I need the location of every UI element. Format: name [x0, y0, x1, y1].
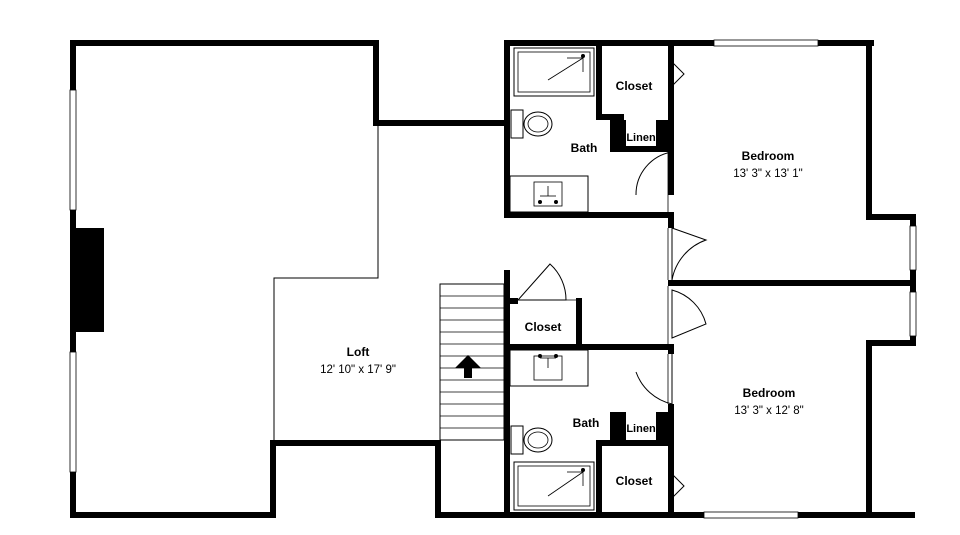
fireplace	[76, 228, 104, 332]
linen-upper-label: Linen	[626, 132, 656, 144]
closet-upper-label: Closet	[616, 79, 653, 93]
bedroom-upper-label: Bedroom	[742, 149, 795, 163]
bedroom-lower-size: 13' 3" x 12' 8"	[734, 405, 803, 417]
closet-hall-label: Closet	[525, 320, 562, 334]
stairs-up-arrow-icon	[455, 355, 481, 378]
stairs	[439, 283, 505, 441]
bedroom-lower-label: Bedroom	[743, 386, 796, 400]
loft-outline	[273, 126, 379, 440]
bath-lower-fixtures	[509, 349, 595, 511]
bedroom-upper-size: 13' 3" x 13' 1"	[733, 168, 802, 180]
bath-lower-label: Bath	[573, 416, 600, 430]
loft-size: 12' 10" x 17' 9"	[320, 364, 396, 376]
doors	[516, 61, 708, 499]
room-labels: Loft 12' 10" x 17' 9" Bath Closet Linen …	[320, 79, 804, 488]
closet-lower-label: Closet	[616, 474, 653, 488]
windows	[69, 39, 917, 519]
bath-upper-fixtures	[509, 47, 595, 213]
walls	[70, 40, 916, 518]
loft-label: Loft	[347, 345, 370, 359]
bath-upper-label: Bath	[571, 141, 598, 155]
linen-lower-label: Linen	[626, 423, 656, 435]
